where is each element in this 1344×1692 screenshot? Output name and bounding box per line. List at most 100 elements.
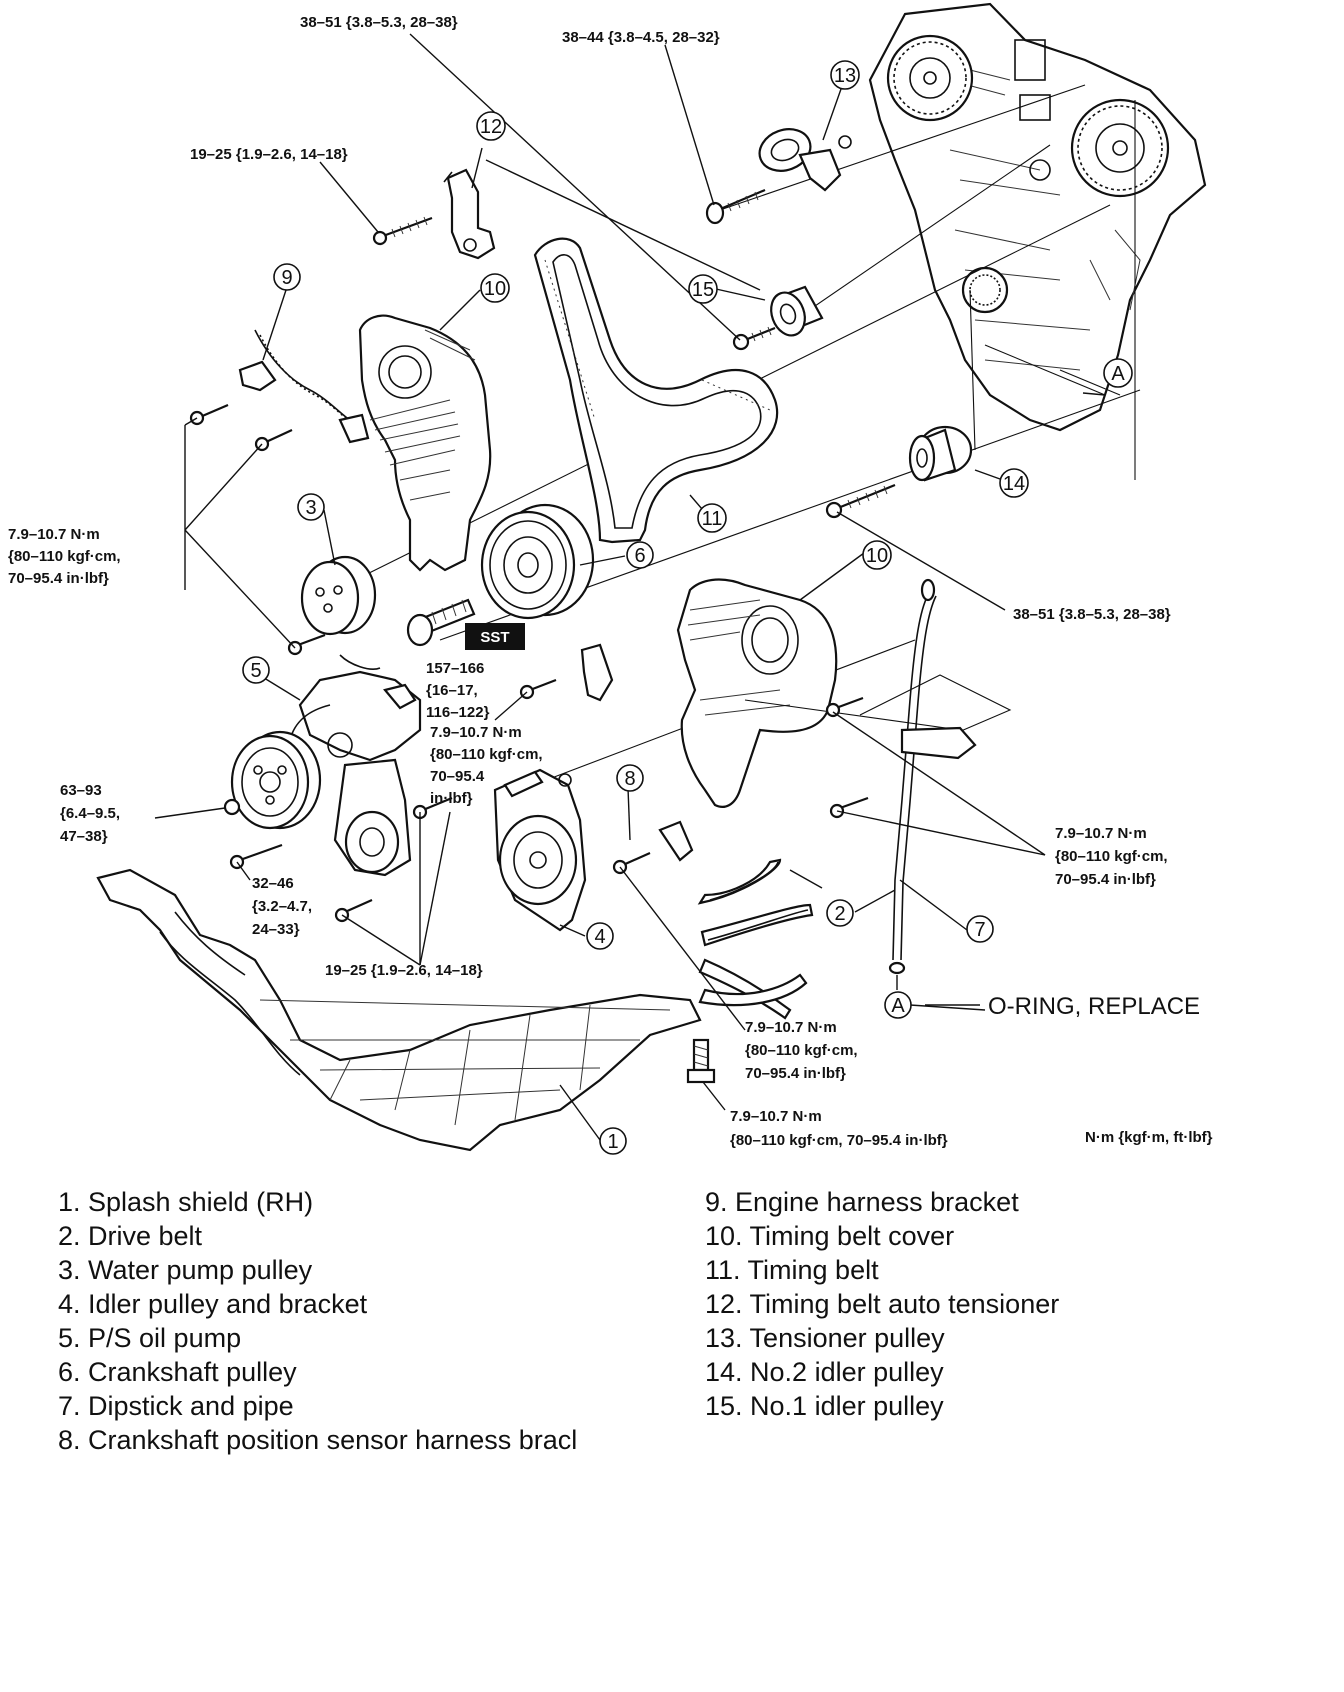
tensioner-bolt xyxy=(372,216,433,246)
callout-6: 6 xyxy=(626,541,654,569)
callout-13-number: 13 xyxy=(834,65,856,87)
timing-belt xyxy=(533,237,779,544)
torque-labels: 38–51 {3.8–5.3, 28–38} 38–44 {3.8–4.5, 2… xyxy=(8,14,1213,1149)
splash-shield-bolt xyxy=(686,1038,716,1084)
marker-a-upper-letter: A xyxy=(1111,363,1125,385)
callout-9: 9 xyxy=(273,263,301,291)
ckp-harness-bracket xyxy=(580,643,694,862)
crankshaft-pulley-bolt xyxy=(406,598,476,647)
torque-shield-line2: {80–110 kgf·cm, 70–95.4 in·lbf} xyxy=(730,1132,948,1149)
legend-item-2: 2. Drive belt xyxy=(58,1221,203,1251)
camshaft-sprocket-right xyxy=(1070,98,1170,198)
legend-item-8: 8. Crankshaft position sensor harness br… xyxy=(58,1425,578,1455)
ps-oil-pump xyxy=(289,654,422,762)
callout-1: 1 xyxy=(599,1127,627,1155)
torque-right-line2: {80–110 kgf·cm, xyxy=(1055,848,1168,865)
legend-item-12: 12. Timing belt auto tensioner xyxy=(705,1289,1060,1319)
no1-idler-bolt xyxy=(732,326,776,351)
legend-item-6: 6. Crankshaft pulley xyxy=(58,1357,297,1387)
torque-ps-line1: 63–93 xyxy=(60,782,102,799)
sst-label: SST xyxy=(480,629,509,646)
dipstick-and-pipe xyxy=(888,578,977,975)
callout-15: 15 xyxy=(688,274,718,304)
torque-shield-line1: 7.9–10.7 N·m xyxy=(730,1108,822,1125)
torque-lower-line3: 70–95.4 in·lbf} xyxy=(745,1065,846,1082)
tensioner-pulley-bolt xyxy=(705,188,766,225)
camshaft-sprocket-left xyxy=(886,34,974,122)
torque-mid-line4: in·lbf} xyxy=(430,790,473,807)
no2-idler-bolt xyxy=(825,483,896,519)
torque-top-a: 38–51 {3.8–5.3, 28–38} xyxy=(300,14,458,31)
marker-a-lower: A xyxy=(884,991,912,1019)
timing-belt-auto-tensioner xyxy=(443,168,496,260)
lower-timing-belt-cover xyxy=(676,578,1012,808)
callouts: 1 2 3 4 5 6 7 8 9 10 10 11 12 13 14 15 A… xyxy=(242,60,1133,1155)
callout-8: 8 xyxy=(616,764,644,792)
callout-3-number: 3 xyxy=(305,497,316,519)
torque-units-note: N·m {kgf·m, ft·lbf} xyxy=(1085,1129,1213,1146)
pump-bracket-idler xyxy=(333,758,412,877)
torque-cover-upper-line1: 7.9–10.7 N·m xyxy=(8,526,100,543)
callout-2-number: 2 xyxy=(834,903,845,925)
crankshaft-sprocket xyxy=(961,266,1009,314)
no1-idler-pulley xyxy=(770,285,824,337)
torque-crank-line3: 116–122} xyxy=(426,704,490,721)
callout-5: 5 xyxy=(242,656,270,684)
parts-legend-left: 1. Splash shield (RH) 2. Drive belt 3. W… xyxy=(58,1185,658,1457)
torque-top-b: 38–44 {3.8–4.5, 28–32} xyxy=(562,29,720,46)
callout-10-lower-number: 10 xyxy=(866,545,888,567)
torque-mid-line3: 70–95.4 xyxy=(430,768,485,785)
torque-ps-line2: {6.4–9.5, xyxy=(60,805,120,822)
callout-5-number: 5 xyxy=(250,660,261,682)
callout-11-number: 11 xyxy=(702,508,723,530)
tensioner-pulley-assembly xyxy=(758,128,852,192)
torque-tensioner-bracket: 19–25 {1.9–2.6, 14–18} xyxy=(190,146,348,163)
callout-1-number: 1 xyxy=(607,1131,618,1153)
drive-belt xyxy=(697,858,814,1020)
callout-6-number: 6 xyxy=(634,545,645,567)
torque-right-line3: 70–95.4 in·lbf} xyxy=(1055,871,1156,888)
marker-a-upper: A xyxy=(1103,358,1133,388)
ckp-bracket-bolt xyxy=(612,851,651,875)
sst-tool-tag: SST xyxy=(465,623,525,650)
torque-lower-line2: {80–110 kgf·cm, xyxy=(745,1042,858,1059)
water-pump-pulley xyxy=(300,555,377,636)
legend-item-3: 3. Water pump pulley xyxy=(58,1255,313,1285)
torque-no2-idler: 38–51 {3.8–5.3, 28–38} xyxy=(1013,606,1171,623)
callout-3: 3 xyxy=(297,493,325,521)
oring-replace-note: O-RING, REPLACE xyxy=(988,993,1200,1020)
legend-item-5: 5. P/S oil pump xyxy=(58,1323,242,1353)
torque-cover-upper-line3: 70–95.4 in·lbf} xyxy=(8,570,109,587)
callout-7: 7 xyxy=(966,915,994,943)
callout-9-number: 9 xyxy=(281,267,292,289)
torque-right-line1: 7.9–10.7 N·m xyxy=(1055,825,1147,842)
crankshaft-pulley xyxy=(480,503,595,620)
legend-item-9: 9. Engine harness bracket xyxy=(705,1187,1019,1217)
legend-item-1: 1. Splash shield (RH) xyxy=(58,1187,314,1217)
torque-mid-line2: {80–110 kgf·cm, xyxy=(430,746,543,763)
callout-12-number: 12 xyxy=(480,116,502,138)
splash-shield-rh xyxy=(96,868,702,1152)
idler-pulley-and-bracket xyxy=(493,768,587,932)
legend-item-13: 13. Tensioner pulley xyxy=(705,1323,945,1353)
callout-13: 13 xyxy=(830,60,860,90)
callout-4-number: 4 xyxy=(594,926,605,948)
no2-idler-pulley xyxy=(908,425,973,482)
torque-lower-line1: 7.9–10.7 N·m xyxy=(745,1019,837,1036)
torque-idler-line3: 24–33} xyxy=(252,921,300,938)
ps-pulley-nut xyxy=(154,798,241,819)
marker-a-lower-letter: A xyxy=(891,995,905,1017)
callout-14: 14 xyxy=(999,468,1029,498)
torque-idler-line1: 32–46 xyxy=(252,875,294,892)
legend-item-7: 7. Dipstick and pipe xyxy=(58,1391,294,1421)
callout-4: 4 xyxy=(586,922,614,950)
callout-14-number: 14 xyxy=(1003,473,1025,495)
callout-10-upper: 10 xyxy=(480,273,510,303)
callout-12: 12 xyxy=(476,111,506,141)
legend-item-11: 11. Timing belt xyxy=(705,1255,879,1285)
callout-7-number: 7 xyxy=(974,919,985,941)
torque-crank-line1: 157–166 xyxy=(426,660,484,677)
torque-crank-line2: {16–17, xyxy=(426,682,478,699)
engine-block xyxy=(868,2,1207,432)
